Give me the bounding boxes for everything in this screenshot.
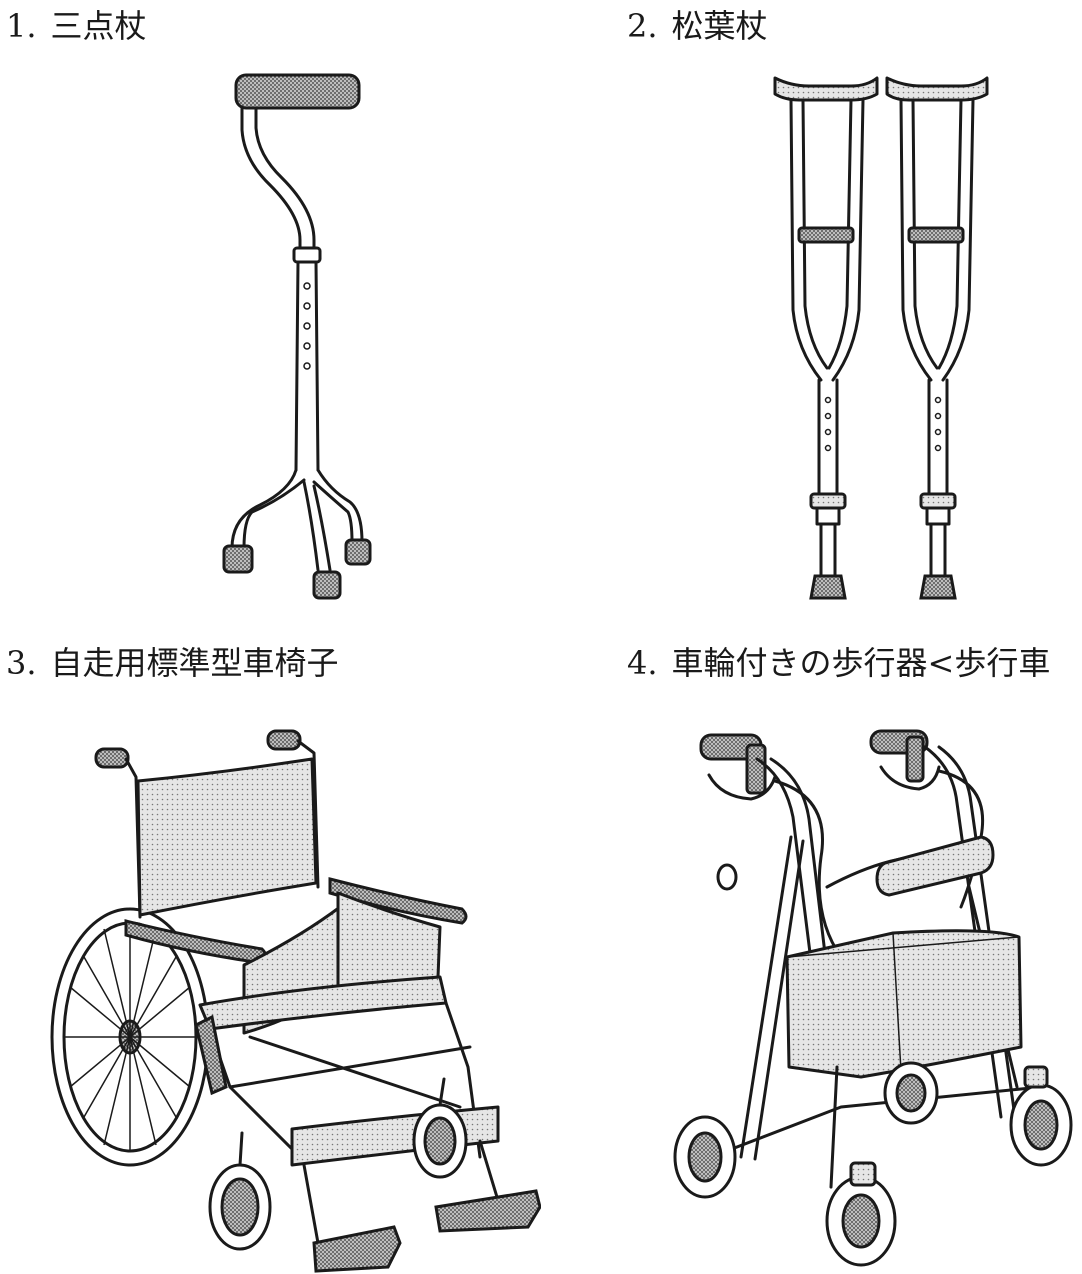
panel-wheelchair: 3. 自走用標準型車椅子 (0, 637, 541, 1274)
item-name-2: 松葉杖 (671, 7, 768, 45)
crutch-right (885, 76, 989, 600)
panel-rollator: 4. 車輪付きの歩行器<歩行車 (541, 637, 1082, 1274)
item-number-4: 4. (627, 644, 658, 682)
item-name-1: 三点杖 (50, 7, 147, 45)
item-label-1: 1. 三点杖 (6, 6, 147, 46)
item-label-3: 3. 自走用標準型車椅子 (6, 643, 339, 683)
panel-crutches: 2. 松葉杖 (541, 0, 1082, 637)
item-label-4: 4. 車輪付きの歩行器<歩行車 (627, 643, 1050, 683)
item-name-4: 車輪付きの歩行器<歩行車 (671, 644, 1051, 682)
wheelchair-icon (0, 687, 541, 1274)
crutch-left (773, 76, 879, 600)
tripod-cane-icon (0, 50, 541, 637)
rollator-icon (541, 687, 1082, 1274)
item-number-2: 2. (627, 7, 658, 45)
panel-tripod-cane: 1. 三点杖 (0, 0, 541, 637)
item-number-3: 3. (6, 644, 37, 682)
item-label-2: 2. 松葉杖 (627, 6, 768, 46)
item-number-1: 1. (6, 7, 37, 45)
crutches-icon (541, 50, 1082, 637)
item-name-3: 自走用標準型車椅子 (50, 644, 339, 682)
